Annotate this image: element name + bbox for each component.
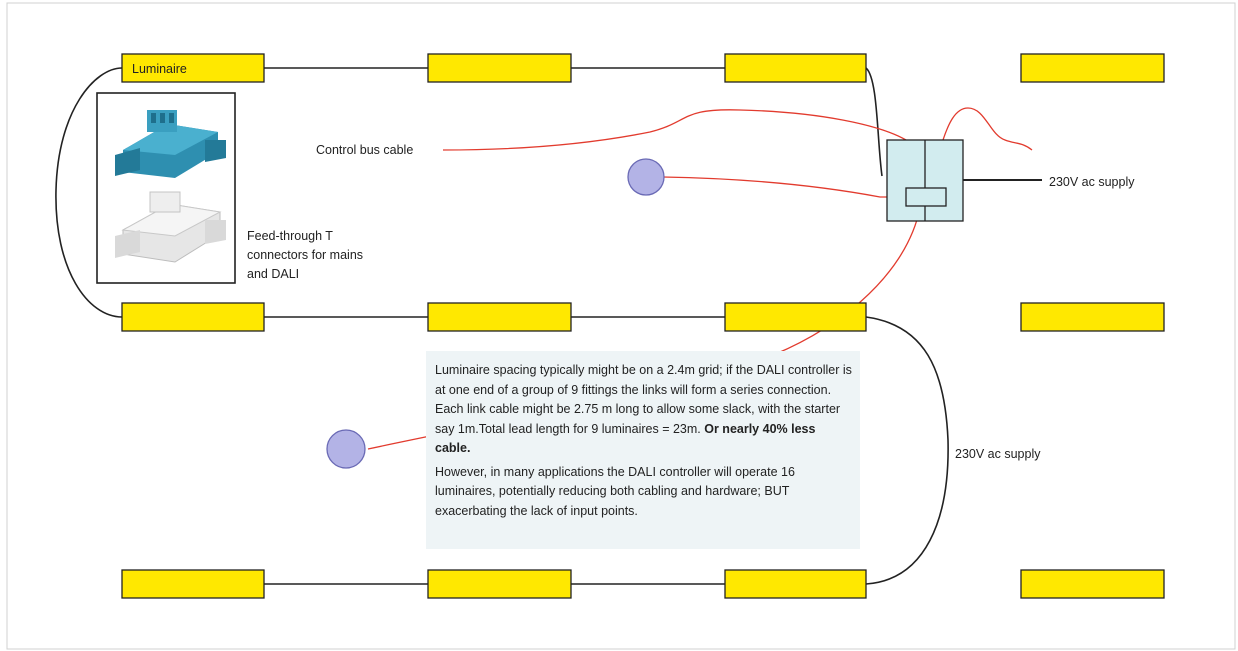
luminaire-r2-c1 [121,302,265,332]
feed-through-label-2: connectors for mains [247,248,363,262]
luminaire-r3-c2 [427,569,572,599]
luminaire-label: Luminaire [132,62,187,76]
cable-to-controller-top [865,67,883,177]
control-bus-main [442,109,907,151]
luminaire-r2-c4 [1020,302,1165,332]
blue-t-connector-icon [115,110,226,178]
note-paragraph-2: However, in many applications the DALI c… [435,464,795,518]
connector-inset [96,92,236,284]
note-paragraph-1-bold: Or nearly 40% less cable. [435,421,816,456]
note-paragraph-1-text: Luminaire spacing typically might be on … [435,363,852,436]
luminaire-r3-c4 [1020,569,1165,599]
feed-through-label-1: Feed-through T [247,229,333,243]
luminaire-r1-c2 [427,53,572,83]
supply-label-top: 230V ac supply [1049,175,1135,189]
control-bus-label: Control bus cable [316,143,413,157]
note-paragraph-1: Luminaire spacing typically might be on … [435,361,852,459]
luminaire-r1-c4 [1020,53,1165,83]
white-t-connector-icon [115,191,226,263]
supply-label-mid: 230V ac supply [955,447,1041,461]
explanation-note: Luminaire spacing typically might be on … [426,351,860,549]
luminaire-r3-c3 [724,569,867,599]
image-border [6,2,1236,650]
dali-controller [886,139,964,222]
link-cables [55,67,1042,585]
luminaires [121,53,1165,599]
cable-loop-left [55,67,123,318]
sensor-input-1 [627,158,665,196]
luminaire-r3-c1 [121,569,265,599]
luminaire-r2-c2 [427,302,572,332]
sensor-input-2 [326,429,366,469]
controller-input-module [905,187,947,207]
luminaire-r2-c3 [724,302,867,332]
feed-through-label-3: and DALI [247,267,299,281]
sensor1-cable [662,176,906,198]
cable-loop-right [865,316,949,585]
supply-red-loop [942,107,1033,151]
luminaire-r1-c1 [121,53,265,83]
luminaire-r1-c3 [724,53,867,83]
